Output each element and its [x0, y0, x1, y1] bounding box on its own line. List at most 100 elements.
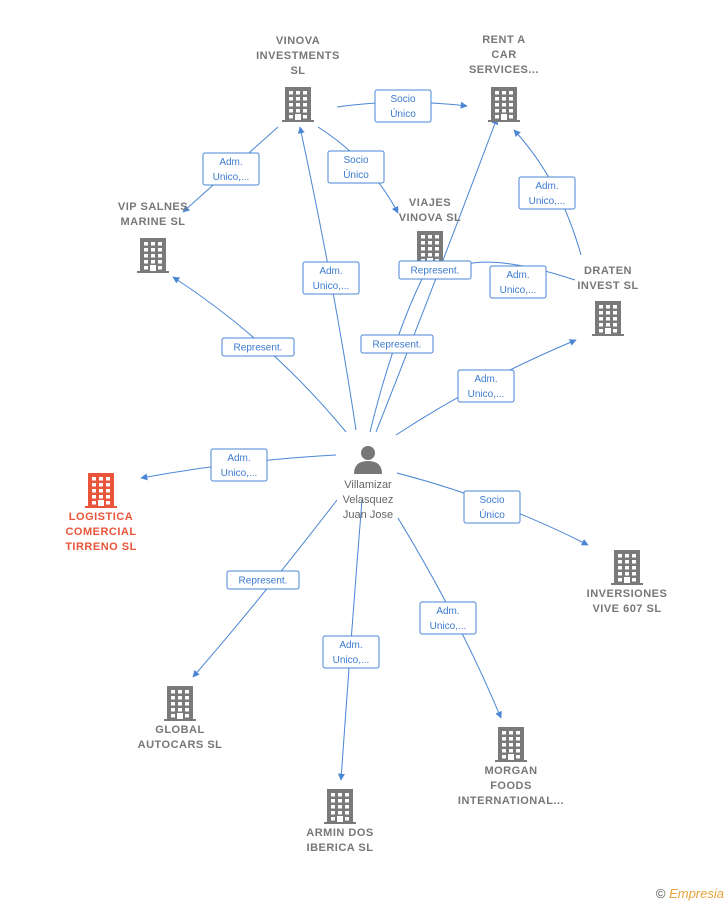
edge-label-box — [202, 152, 260, 186]
company-label: IBERICA SL — [307, 842, 374, 854]
edge-label-text: Represent. — [373, 340, 422, 351]
edge-label-box — [398, 260, 472, 280]
edge-label-p-global[interactable]: Represent. — [226, 570, 300, 590]
edge-label-text: Socio — [479, 495, 504, 506]
edge-label-text: Único — [479, 508, 505, 521]
edge-label-text: Adm. — [535, 181, 558, 192]
company-label: LOGISTICA — [69, 511, 133, 523]
edge-label-text: Unico,... — [213, 172, 250, 183]
building-icon — [611, 550, 643, 585]
edge-label-p-viajes[interactable]: Represent. — [360, 334, 434, 354]
company-label: INVEST SL — [577, 280, 638, 292]
copyright-symbol: © — [655, 886, 666, 901]
company-label: MORGAN — [484, 765, 537, 777]
building-icon — [282, 87, 314, 122]
company-label: COMERCIAL — [65, 526, 136, 538]
edge-label-p-rentacar[interactable]: Represent. — [398, 260, 472, 280]
edge-label-p-morgan[interactable]: Adm. Unico,... — [419, 601, 477, 635]
edge-label-text: Único — [390, 107, 416, 120]
edge-label-box — [327, 150, 385, 184]
edge-label-p-vipsalnes[interactable]: Represent. — [221, 337, 295, 357]
company-node-inversiones[interactable]: INVERSIONES VIVE 607 SL — [587, 550, 668, 615]
edge-label-text: Único — [343, 168, 369, 181]
company-node-logistica[interactable]: LOGISTICA COMERCIAL TIRRENO SL — [65, 473, 137, 553]
edge-label-text: Represent. — [234, 343, 283, 354]
company-label: INVERSIONES — [587, 588, 668, 600]
edge-label-text: Unico,... — [529, 196, 566, 207]
edge-p-global — [192, 499, 338, 678]
edge-labels-layer: SocioÚnicoAdm.Unico,...SocioÚnicoAdm.Uni… — [202, 89, 576, 669]
company-label: VINOVA — [276, 35, 320, 47]
building-icon — [164, 686, 196, 721]
company-node-draten[interactable]: DRATEN INVEST SL — [577, 265, 638, 336]
edge-label-draten-rentacar[interactable]: Adm. Unico,... — [518, 176, 576, 210]
edge-label-p-draten[interactable]: Adm. Unico,... — [457, 369, 515, 403]
edge-label-text: Adm. — [474, 374, 497, 385]
company-label: VIVE 607 SL — [592, 603, 661, 615]
person-icon — [354, 446, 382, 474]
edge-label-text: Unico,... — [430, 621, 467, 632]
edge-label-text: Represent. — [239, 576, 288, 587]
company-label: INVESTMENTS — [256, 50, 340, 62]
edge-label-p-logistica[interactable]: Adm.Unico,... — [210, 448, 268, 482]
edge-label-text: Adm. — [436, 606, 459, 617]
edge-label-box — [221, 337, 295, 357]
footer-brand[interactable]: © Empresia — [656, 886, 724, 901]
company-label: RENT A — [482, 34, 526, 46]
company-label: INTERNATIONAL... — [458, 795, 564, 807]
edge-label-text: Socio — [390, 94, 415, 105]
company-label: DRATEN — [584, 265, 632, 277]
edge-label-text: Unico,... — [468, 389, 505, 400]
edge-label-box — [374, 89, 432, 123]
edge-label-draten-viajes[interactable]: Adm. Unico,... — [489, 265, 547, 299]
edge-label-box — [518, 176, 576, 210]
company-label: CAR — [491, 49, 516, 61]
edge-label-box — [302, 261, 360, 295]
building-icon — [85, 473, 117, 508]
person-label: Villamizar — [344, 479, 392, 491]
edge-label-text: Unico,... — [221, 468, 258, 479]
edge-label-box — [360, 334, 434, 354]
edge-label-text: Represent. — [411, 266, 460, 277]
building-icon — [495, 727, 527, 762]
edge-label-text: Socio — [343, 155, 368, 166]
company-label: FOODS — [490, 780, 532, 792]
company-label: AUTOCARS SL — [138, 739, 223, 751]
edge-label-box — [322, 635, 380, 669]
edge-label-text: Unico,... — [313, 281, 350, 292]
person-label: Juan Jose — [343, 509, 393, 521]
edge-label-text: Adm. — [506, 270, 529, 281]
edge-label-box — [210, 448, 268, 482]
company-node-morgan[interactable]: MORGAN FOODS INTERNATIONAL... — [458, 727, 564, 807]
edge-label-text: Unico,... — [333, 655, 370, 666]
edge-label-text: Adm. — [219, 157, 242, 168]
company-label: VIAJES — [409, 197, 451, 209]
company-label: TIRRENO SL — [65, 541, 137, 553]
edge-label-box — [489, 265, 547, 299]
edge-label-box — [226, 570, 300, 590]
edge-label-box — [419, 601, 477, 635]
building-icon — [592, 301, 624, 336]
company-node-global[interactable]: GLOBAL AUTOCARS SL — [138, 686, 223, 751]
edge-label-text: Adm. — [319, 266, 342, 277]
edge-label-vinova-vipsalnes[interactable]: Adm. Unico,... — [202, 152, 260, 186]
building-icon — [137, 238, 169, 273]
company-node-rentacar[interactable]: RENT ACARSERVICES... — [469, 34, 539, 122]
edge-label-p-armin[interactable]: Adm.Unico,... — [322, 635, 380, 669]
company-label: GLOBAL — [155, 724, 204, 736]
building-icon — [488, 87, 520, 122]
building-icon — [324, 789, 356, 824]
person-label: Velasquez — [343, 494, 394, 506]
edge-label-p-vinova[interactable]: Adm. Unico,... — [302, 261, 360, 295]
edge-label-text: Unico,... — [500, 285, 537, 296]
